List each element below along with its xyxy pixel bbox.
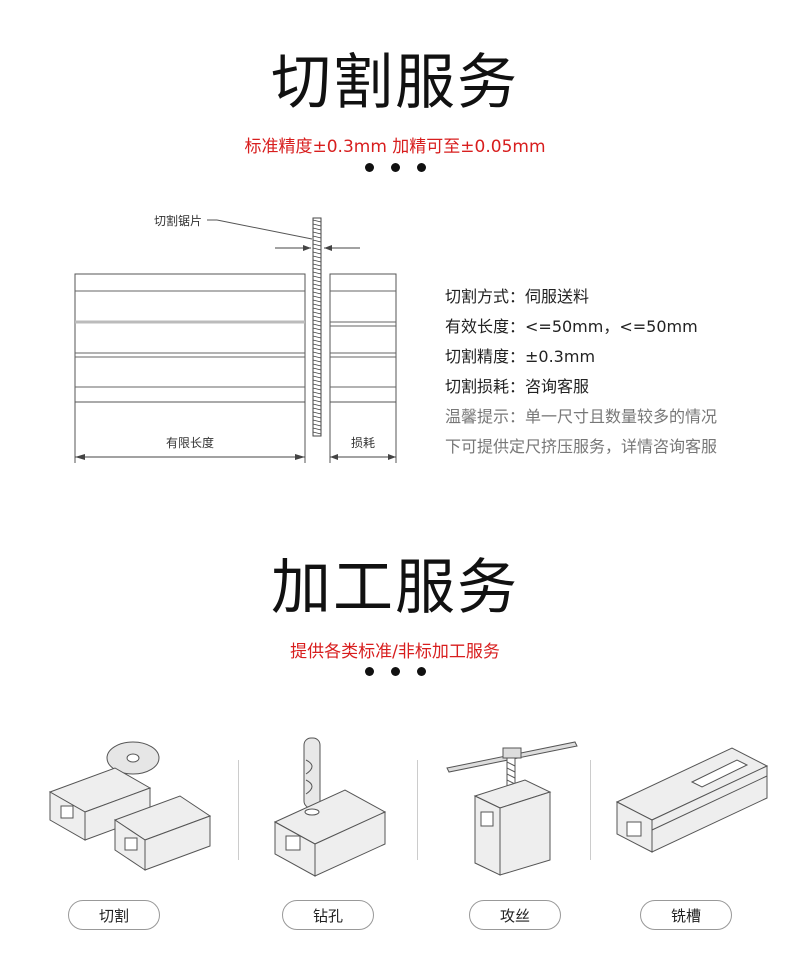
milling-icon bbox=[615, 747, 769, 853]
service-tapping-button[interactable]: 攻丝 bbox=[469, 900, 561, 930]
processing-subtitle: 提供各类标准/非标加工服务 bbox=[290, 642, 500, 662]
spec-cutting-precision: 切割精度：±0.3mm bbox=[445, 347, 596, 366]
spec-cutting-loss: 切割损耗：咨询客服 bbox=[445, 377, 590, 396]
service-cutting-label: 切割 bbox=[98, 906, 129, 925]
divider bbox=[590, 760, 591, 860]
profile-offcut-piece bbox=[329, 273, 397, 403]
service-tapping-label: 攻丝 bbox=[499, 906, 530, 925]
note-line-1: 温馨提示：单一尺寸且数量较多的情况 bbox=[445, 407, 718, 426]
cutting-diagram: 切割锯片 有限长度 损耗 bbox=[74, 213, 397, 463]
service-cutting-button[interactable]: 切割 bbox=[68, 900, 160, 930]
cutting-subtitle: 标准精度±0.3mm 加精可至±0.05mm bbox=[244, 137, 546, 157]
service-milling-button[interactable]: 铣槽 bbox=[640, 900, 732, 930]
saw-blade-icon bbox=[312, 217, 322, 437]
processing-dots-divider bbox=[0, 667, 790, 676]
service-drilling-label: 钻孔 bbox=[312, 906, 343, 925]
divider bbox=[417, 760, 418, 860]
service-drilling-button[interactable]: 钻孔 bbox=[282, 900, 374, 930]
spec-effective-length: 有效长度：<=50mm，<=50mm bbox=[445, 317, 698, 336]
divider bbox=[238, 760, 239, 860]
blade-label: 切割锯片 bbox=[154, 213, 202, 228]
drilling-icon bbox=[273, 737, 387, 877]
note-line-2: 下可提供定尺挤压服务，详情咨询客服 bbox=[445, 437, 718, 456]
spec-cutting-method: 切割方式：伺服送料 bbox=[445, 287, 590, 306]
cutting-dots-divider bbox=[0, 163, 790, 172]
saw-cutting-icon bbox=[48, 741, 212, 871]
loss-label: 损耗 bbox=[351, 436, 375, 450]
tapping-icon bbox=[446, 741, 578, 876]
length-label: 有限长度 bbox=[166, 435, 214, 450]
service-milling-label: 铣槽 bbox=[670, 906, 701, 925]
cutting-title: 切割服务 bbox=[271, 48, 519, 118]
processing-title: 加工服务 bbox=[271, 553, 519, 623]
profile-long-piece bbox=[74, 273, 306, 403]
